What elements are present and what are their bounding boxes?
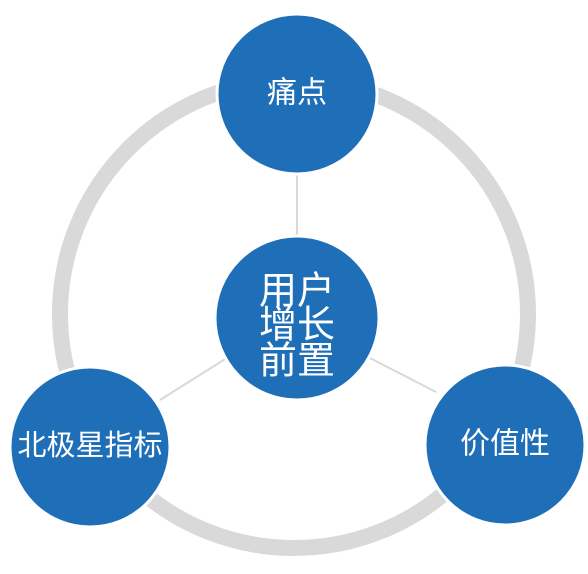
- node-north-star-metric-circle: [8, 365, 172, 529]
- center-node-line-3: 前置: [259, 339, 335, 383]
- node-pain-point-circle: [215, 12, 379, 176]
- node-value-circle: [423, 363, 587, 527]
- connector-left: [159, 355, 231, 401]
- center-node: 用户 增长 前置: [213, 234, 381, 402]
- node-north-star-metric: 北极星指标: [8, 365, 172, 529]
- node-pain-point: 痛点: [215, 12, 379, 176]
- node-value: 价值性: [423, 363, 587, 527]
- connector-right: [365, 355, 437, 393]
- center-node-line-1: 用户: [259, 269, 335, 313]
- node-pain-point-label: 痛点: [267, 76, 327, 111]
- node-value-label: 价值性: [460, 427, 550, 462]
- node-north-star-metric-label: 北极星指标: [17, 428, 162, 462]
- center-node-line-2: 增长: [259, 303, 335, 347]
- center-node-circle: [213, 234, 381, 402]
